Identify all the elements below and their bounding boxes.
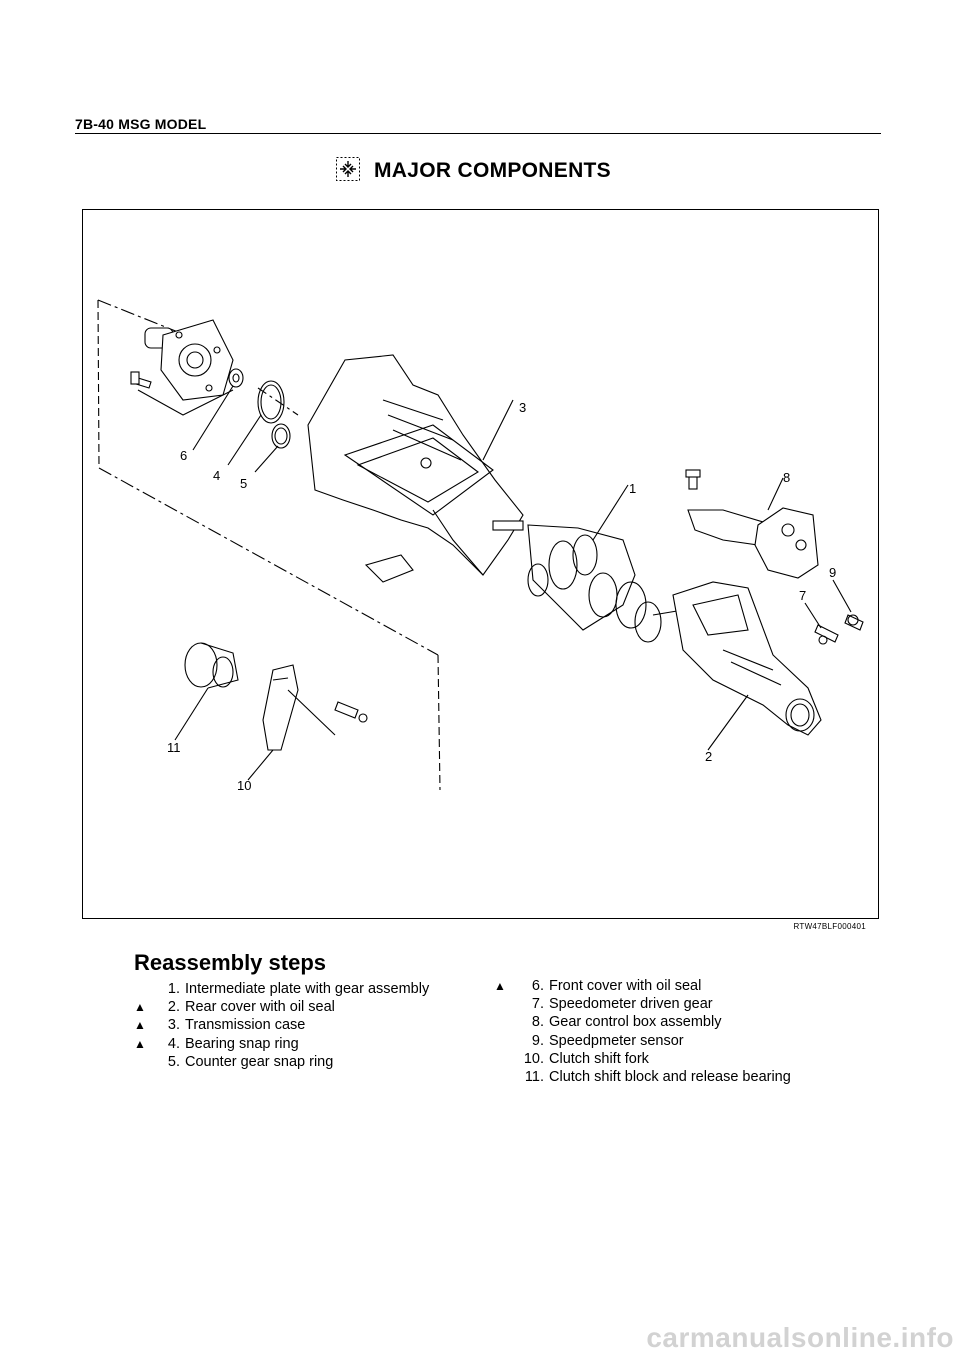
step-text: Rear cover with oil seal: [185, 999, 335, 1016]
pivot-bolt-part: [334, 701, 368, 723]
bolt-part: [130, 371, 152, 389]
counter-gear-snap-ring-part: [271, 423, 291, 449]
callout-1: 1: [629, 481, 636, 496]
list-item: 8. Gear control box assembly: [494, 1013, 791, 1031]
list-item: 11. Clutch shift block and release beari…: [494, 1068, 791, 1086]
clutch-shift-fork-part: [262, 664, 299, 751]
figure-id: RTW47BLF000401: [793, 922, 866, 931]
section-heading: MAJOR COMPONENTS: [336, 156, 611, 186]
caution-triangle-icon: ▲: [134, 1000, 146, 1015]
caution-triangle-icon: ▲: [134, 1018, 146, 1033]
list-item: ▲ 3. Transmission case: [134, 1016, 429, 1034]
list-item: ▲ 6. Front cover with oil seal: [494, 977, 791, 995]
caution-triangle-icon: [134, 980, 156, 998]
callout-2: 2: [705, 749, 712, 764]
step-text: Gear control box assembly: [549, 1014, 722, 1031]
watermark: carmanualsonline.info: [646, 1322, 954, 1353]
caution-triangle-icon: [134, 1053, 156, 1071]
release-bearing-part: [184, 642, 239, 689]
bearing-snap-ring-part: [257, 380, 285, 424]
step-text: Intermediate plate with gear assembly: [185, 981, 430, 997]
step-text: Speedpmeter sensor: [549, 1032, 684, 1049]
reassembly-list-left: 1. Intermediate plate with gear assembly…: [134, 980, 429, 1071]
step-text: Counter gear snap ring: [185, 1053, 334, 1070]
section-title: MAJOR COMPONENTS: [374, 159, 611, 182]
step-text: Speedometer driven gear: [549, 996, 713, 1013]
step-number: 6.: [531, 978, 544, 994]
list-item: ▲ 4. Bearing snap ring: [134, 1035, 429, 1053]
gear-control-box-part: [685, 469, 819, 579]
list-item: 1. Intermediate plate with gear assembly: [134, 980, 429, 998]
transmission-case-part: [307, 354, 524, 576]
caution-triangle-icon: ▲: [494, 979, 506, 993]
step-number: 1.: [167, 981, 180, 997]
reassembly-list-right: ▲ 6. Front cover with oil seal 7. Speedo…: [494, 977, 791, 1086]
transmission-exploded-drawing: 3 1 8 9 7 2 6 4 5 11 10: [97, 299, 864, 793]
step-number: 3.: [167, 1017, 180, 1034]
callout-4: 4: [213, 468, 220, 483]
rear-cover-part: [672, 581, 822, 736]
speedometer-sensor-part: [844, 614, 864, 631]
header-rule: [75, 133, 881, 134]
reassembly-title: Reassembly steps: [134, 950, 326, 975]
step-text: Bearing snap ring: [185, 1035, 299, 1052]
callout-8: 8: [783, 470, 790, 485]
callout-11: 11: [167, 740, 181, 755]
callout-5: 5: [240, 476, 247, 491]
list-item: 7. Speedometer driven gear: [494, 995, 791, 1013]
caution-triangle-icon: [494, 1050, 516, 1068]
intermediate-plate-gear-assembly-part: [492, 520, 684, 643]
caution-triangle-icon: [494, 1032, 516, 1050]
caution-triangle-icon: ▲: [134, 1036, 146, 1051]
step-number: 2.: [167, 999, 180, 1016]
list-item: 9. Speedpmeter sensor: [494, 1032, 791, 1050]
step-number: 10.: [523, 1050, 544, 1067]
list-item: 10. Clutch shift fork: [494, 1050, 791, 1068]
callout-6: 6: [180, 448, 187, 463]
step-number: 7.: [531, 996, 544, 1013]
step-number: 8.: [531, 1014, 544, 1031]
callout-3: 3: [519, 400, 526, 415]
list-item: ▲ 2. Rear cover with oil seal: [134, 998, 429, 1016]
step-text: Transmission case: [185, 1017, 306, 1034]
front-cover-part: [144, 319, 244, 401]
step-number: 11.: [524, 1069, 544, 1086]
exploded-diagram: 3 1 8 9 7 2 6 4 5 11 10: [82, 209, 879, 919]
caution-triangle-icon: [494, 995, 516, 1013]
exploded-view-icon: [336, 156, 360, 186]
step-text: Front cover with oil seal: [549, 978, 702, 994]
callout-7: 7: [799, 588, 806, 603]
step-number: 9.: [531, 1032, 544, 1049]
caution-triangle-icon: [494, 1068, 516, 1086]
step-number: 5.: [167, 1053, 180, 1070]
speedometer-driven-gear-part: [814, 624, 839, 645]
step-number: 4.: [167, 1035, 180, 1052]
callout-10: 10: [237, 778, 251, 793]
page-header: 7B-40 MSG MODEL: [75, 116, 207, 132]
list-item: 5. Counter gear snap ring: [134, 1053, 429, 1071]
caution-triangle-icon: [494, 1013, 516, 1031]
step-text: Clutch shift block and release bearing: [549, 1069, 791, 1086]
step-text: Clutch shift fork: [549, 1050, 649, 1067]
callout-9: 9: [829, 565, 836, 580]
